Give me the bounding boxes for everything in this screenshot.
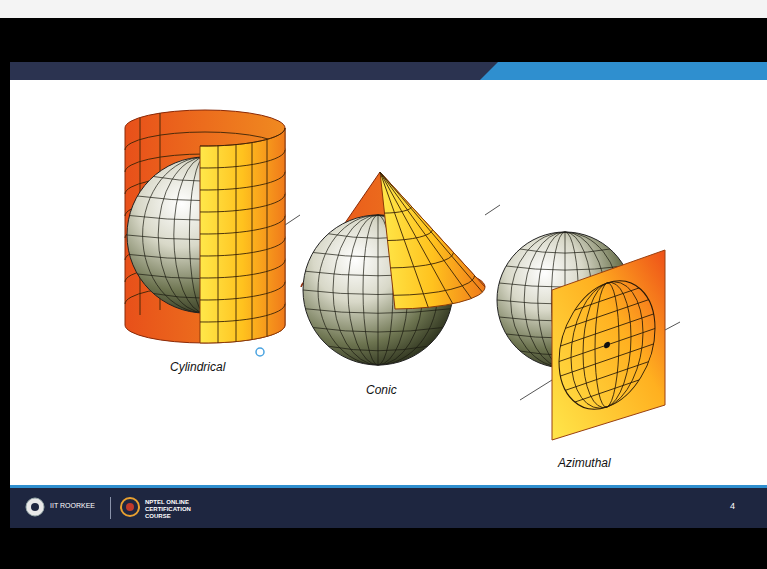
parallel — [305, 309, 450, 314]
grid-line — [575, 380, 639, 402]
projection-caption: Cylindrical — [170, 360, 225, 374]
institute-name: IIT ROORKEE — [50, 502, 95, 510]
grid-line — [565, 362, 648, 391]
parallel — [520, 249, 610, 253]
cylindrical-figure — [125, 110, 300, 343]
grid-line — [267, 139, 268, 336]
grid-line — [575, 288, 639, 310]
footer-divider — [110, 497, 111, 519]
grid-line — [385, 207, 412, 214]
plane-grid — [559, 266, 655, 423]
grid-line — [200, 260, 285, 278]
grid-line — [559, 328, 655, 361]
grid-line — [380, 172, 482, 292]
cone-front — [380, 172, 485, 309]
grid-line — [380, 172, 453, 304]
header-accent — [480, 62, 767, 80]
grid-line — [218, 146, 219, 343]
footer-logos — [26, 498, 139, 516]
grid-line — [200, 304, 285, 322]
grid-line — [200, 238, 285, 256]
grid-line — [200, 216, 285, 234]
meridian — [378, 215, 379, 365]
cylinder-back — [125, 110, 285, 343]
cursor-dot — [256, 348, 264, 356]
conic-figure — [301, 172, 500, 365]
projection-plane — [552, 250, 665, 440]
top-strip — [0, 0, 767, 19]
grid-line — [200, 128, 285, 146]
parallel — [313, 328, 443, 333]
black-bar — [0, 18, 767, 62]
parallel — [328, 346, 427, 351]
grid-line — [200, 150, 285, 168]
course-name: NPTEL ONLINE CERTIFICATION COURSE — [145, 499, 215, 521]
grid-line — [560, 314, 653, 346]
grid-line — [394, 276, 475, 296]
grid-line — [200, 172, 285, 190]
grid-line — [571, 271, 643, 420]
axis-line — [285, 215, 300, 225]
axis-line — [665, 322, 680, 330]
projection-caption: Azimuthal — [558, 456, 611, 470]
footer-band — [10, 488, 767, 528]
projection-caption: Conic — [366, 383, 397, 397]
grid-line — [200, 282, 285, 300]
grid-line — [252, 143, 253, 340]
axis-line — [485, 205, 500, 215]
grid-line — [380, 172, 471, 298]
page-number: 4 — [730, 501, 735, 512]
grid-line — [559, 266, 655, 423]
grid-line — [565, 300, 648, 329]
grid-line — [560, 344, 653, 376]
azimuthal-figure — [497, 232, 680, 440]
parallel — [506, 266, 624, 270]
grid-line — [236, 145, 237, 342]
tangent-point — [604, 341, 610, 349]
grid-line — [391, 253, 454, 268]
grid-line — [200, 194, 285, 212]
axis-line — [520, 380, 552, 400]
grid-line — [388, 230, 433, 241]
cylinder-front — [200, 128, 285, 343]
